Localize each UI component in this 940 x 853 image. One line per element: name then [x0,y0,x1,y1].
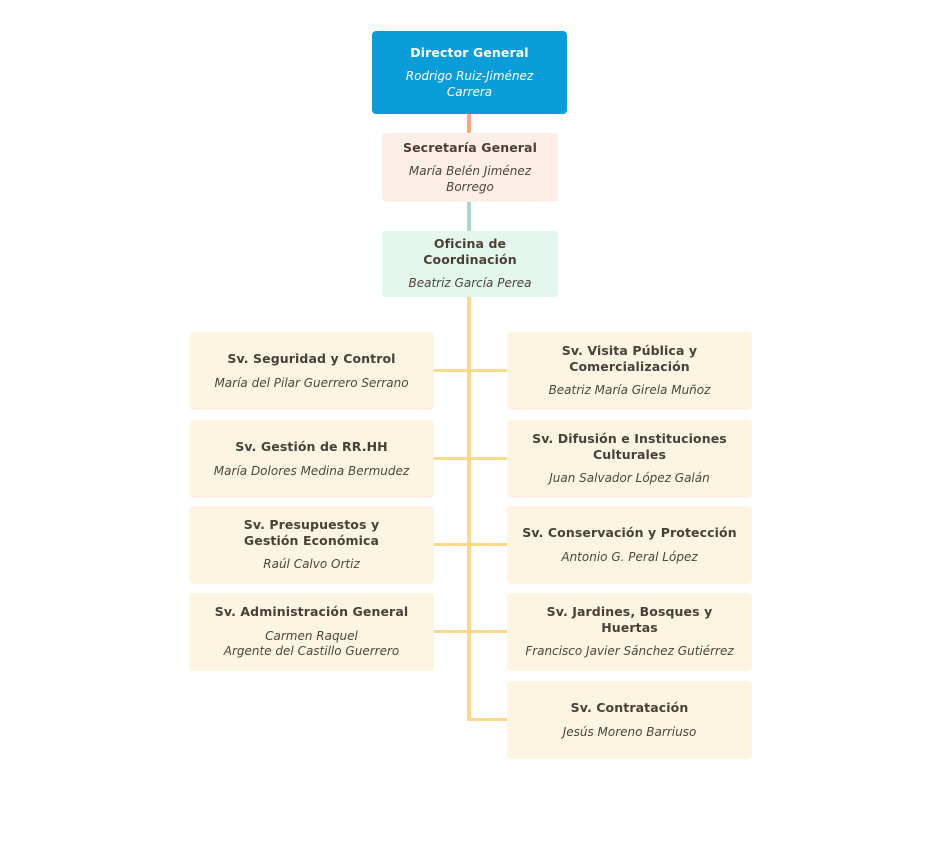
connector-trunk-vertical [467,297,471,721]
node-secretaria-general[interactable]: Secretaría General María Belén Jiménez B… [382,133,558,202]
connector-branch-right-1 [467,369,508,372]
node-sv-jardines-bosques-y-huertas[interactable]: Sv. Jardines, Bosques y Huertas Francisc… [507,593,752,671]
connector-secretaria-to-oficina [467,201,471,232]
connector-branch-left-3 [434,543,471,546]
node-sv-contratacion[interactable]: Sv. Contratación Jesús Moreno Barriuso [507,681,752,759]
connector-branch-right-3 [467,543,508,546]
connector-branch-right-2 [467,457,508,460]
node-title: Oficina de Coordinación [423,236,517,267]
connector-branch-left-1 [434,369,471,372]
node-person: María Belén Jiménez Borrego [408,164,532,194]
node-sv-visita-publica-y-comercializacion[interactable]: Sv. Visita Pública y Comercialización Be… [507,332,752,410]
node-person: Rodrigo Ruiz-Jiménez Carrera [405,69,534,99]
node-person: Juan Salvador López Galán [549,471,710,486]
node-sv-seguridad-y-control[interactable]: Sv. Seguridad y Control María del Pilar … [189,332,434,410]
node-person: Beatriz García Perea [408,276,532,291]
node-sv-gestion-de-rrhh[interactable]: Sv. Gestión de RR.HH María Dolores Medin… [189,420,434,498]
node-title: Sv. Gestión de RR.HH [235,438,388,454]
node-title: Sv. Presupuestos y Gestión Económica [243,517,380,548]
node-sv-difusion-e-instituciones-culturales[interactable]: Sv. Difusión e Instituciones Culturales … [507,420,752,498]
node-person-line-1: Carmen Raquel [265,628,358,643]
connector-director-to-secretaria [467,113,471,134]
node-title: Sv. Visita Pública y Comercialización [561,343,698,374]
node-person: Antonio G. Peral López [561,549,698,564]
node-person-line-2: Argente del Castillo Guerrero [223,644,400,659]
node-title: Secretaría General [403,139,537,155]
node-sv-presupuestos-y-gestion-economica[interactable]: Sv. Presupuestos y Gestión Económica Raú… [189,506,434,584]
node-sv-administracion-general[interactable]: Sv. Administración General Carmen Raquel… [189,593,434,671]
node-title: Director General [410,44,529,60]
node-title: Sv. Seguridad y Control [227,350,396,366]
node-person: María Dolores Medina Bermudez [213,463,410,478]
node-person: Francisco Javier Sánchez Gutiérrez [525,644,734,659]
node-title: Sv. Administración General [214,604,409,620]
node-title: Sv. Contratación [570,699,689,715]
node-title: Sv. Difusión e Instituciones Culturales [532,431,727,462]
node-sv-conservacion-y-proteccion[interactable]: Sv. Conservación y Protección Antonio G.… [507,506,752,584]
node-person: Beatriz María Girela Muñoz [548,383,711,398]
node-person: Raúl Calvo Ortiz [263,557,360,572]
connector-branch-left-4 [434,630,471,633]
node-person: María del Pilar Guerrero Serrano [214,375,409,390]
node-title: Sv. Jardines, Bosques y Huertas [546,604,713,635]
node-title: Sv. Conservación y Protección [522,524,737,540]
connector-branch-left-2 [434,457,471,460]
node-person: Jesús Moreno Barriuso [562,724,697,739]
node-oficina-coordinacion[interactable]: Oficina de Coordinación Beatriz García P… [382,231,558,297]
node-director-general[interactable]: Director General Rodrigo Ruiz-Jiménez Ca… [372,31,567,114]
connector-branch-right-4 [467,630,508,633]
connector-branch-right-5 [467,718,508,721]
